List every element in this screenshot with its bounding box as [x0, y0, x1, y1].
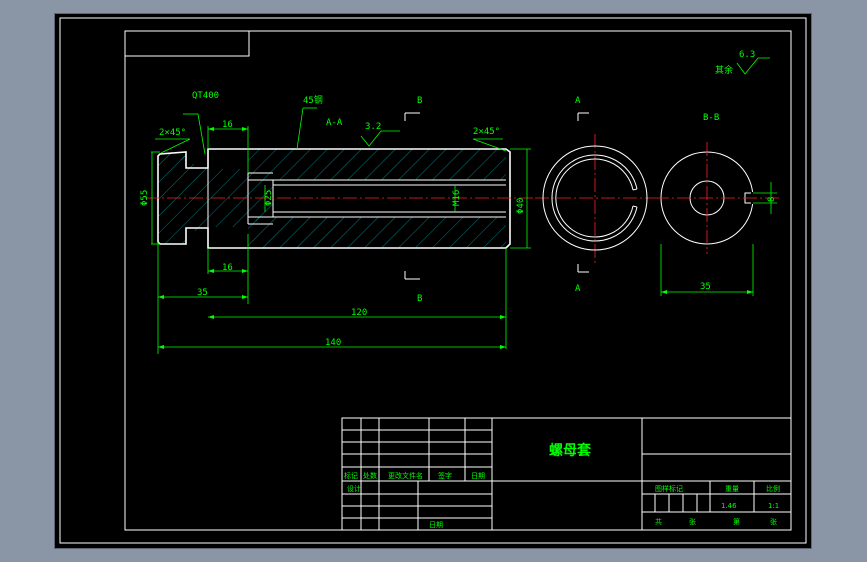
roughness-note: 其余	[715, 64, 733, 76]
material-label: 45钢	[303, 94, 323, 106]
tb-doc: 更改文件名	[388, 471, 423, 480]
tb-page2: 张	[770, 517, 777, 526]
dim-16-top: 16	[222, 120, 233, 130]
dim-140: 140	[325, 338, 341, 348]
tb-date2: 日期	[429, 521, 443, 529]
tb-count: 处数	[363, 471, 377, 480]
dim-16-bottom: 16	[222, 263, 233, 273]
code-box	[124, 30, 250, 57]
dim-dia25: Φ25	[264, 190, 274, 206]
tb-sign: 签字	[438, 471, 452, 480]
tb-scale: 比例	[766, 484, 780, 493]
end-view-a: A A	[535, 96, 655, 294]
chamfer-left: 2×45°	[159, 128, 186, 138]
roughness-value: 6.3	[739, 50, 755, 60]
chamfer-right: 2×45°	[473, 127, 500, 137]
sheet-inner-frame	[124, 30, 792, 531]
view-a-bottom: A	[575, 284, 581, 294]
tb-stage: 图样标记	[655, 484, 683, 493]
dim-dia40: Φ40	[516, 198, 526, 214]
lower-hatch	[248, 217, 506, 248]
main-section-view: QT400 45钢 A-A 3.2 B B 2×45° 2×45° 16 16 …	[140, 91, 535, 354]
view-a-top: A	[575, 96, 581, 106]
dim-120: 120	[351, 308, 367, 318]
tb-weight-value: 1.46	[721, 502, 737, 510]
dim-m16: M16	[452, 190, 462, 206]
dim-bb-8: 8	[767, 197, 777, 202]
upper-hatch	[248, 149, 506, 180]
tb-weight: 重量	[725, 485, 739, 493]
drawing-canvas: QT400 45钢 A-A 3.2 B B 2×45° 2×45° 16 16 …	[59, 17, 807, 544]
section-aa-label: A-A	[326, 118, 343, 128]
dim-dia55: Φ55	[140, 190, 150, 206]
section-bb-view: B-B 35 8	[655, 113, 780, 296]
tb-scale-value: 1:1	[768, 502, 779, 510]
cad-viewport[interactable]: QT400 45钢 A-A 3.2 B B 2×45° 2×45° 16 16 …	[54, 13, 812, 549]
title-block: 螺母套 标记 处数 更改文件名 签字 日期 设计 日期 图样标记 重量 比例 1…	[341, 417, 792, 531]
dim-bb-35: 35	[700, 282, 711, 292]
dim-35: 35	[197, 288, 208, 298]
roughness-surface: 3.2	[365, 122, 381, 132]
roughness-general: 6.3 其余	[715, 50, 770, 76]
tb-design: 设计	[347, 484, 361, 493]
tb-page: 第	[733, 517, 740, 526]
tb-mark: 标记	[344, 471, 358, 480]
sheet-outer-frame	[59, 17, 807, 544]
cut-b-bottom: B	[417, 294, 422, 304]
tb-date: 日期	[471, 472, 485, 480]
material-hub-label: QT400	[192, 91, 219, 101]
section-bb-label: B-B	[703, 113, 719, 123]
tb-sheets: 共	[655, 517, 662, 526]
cut-b-top: B	[417, 96, 422, 106]
tb-sheet: 张	[689, 517, 696, 526]
drawing-title: 螺母套	[549, 442, 591, 459]
